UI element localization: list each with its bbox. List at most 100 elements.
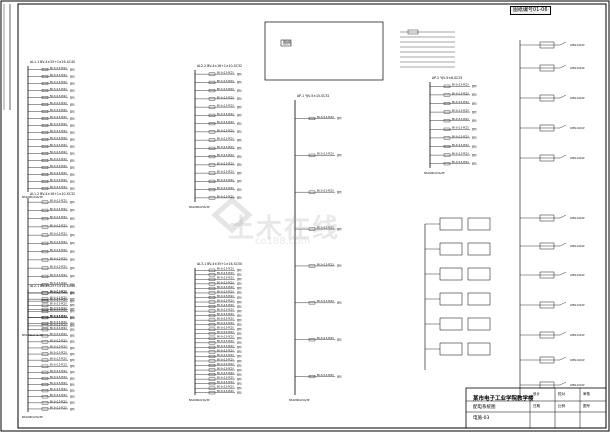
load-label: 照明 <box>237 286 242 290</box>
load-label: 照明 <box>237 154 242 158</box>
load-label: 照明 <box>237 146 242 150</box>
breaker-symbol <box>443 110 451 114</box>
sub-panel-box <box>467 267 491 281</box>
breaker-symbol <box>208 89 216 93</box>
circuit-label: BV-3×2.5-PC20 <box>217 290 234 293</box>
circuit-label: BV-3×2.5-PC20 <box>217 336 234 339</box>
breaker-symbol <box>41 75 49 78</box>
switch-symbol <box>559 242 567 247</box>
breaker-symbol <box>41 309 49 313</box>
circuit-label: BV-3×2.5-PC20 <box>217 138 234 141</box>
circuit-label: BV-3×2.5-PC20 <box>50 370 67 373</box>
circuit-label: BV-3×2.5-PC20 <box>217 367 234 370</box>
breaker-symbol <box>41 138 49 141</box>
circuit-label: BV-3×2.5-PC20 <box>217 381 234 384</box>
breaker-symbol <box>41 187 49 190</box>
circuit-label: BV-3×2.5-PC20 <box>50 297 67 300</box>
load-label: 照明 <box>237 179 242 183</box>
drawing-name: 配电系统图 <box>473 405 496 410</box>
breaker-symbol <box>208 113 216 117</box>
breaker-symbol <box>41 180 49 183</box>
breaker-symbol <box>208 341 216 345</box>
load-label: 照明 <box>237 363 242 367</box>
main-breaker-label: NS100N-63A/3P <box>424 171 445 175</box>
breaker-symbol <box>308 227 316 231</box>
breaker-symbol <box>443 162 451 166</box>
breaker-symbol <box>41 274 49 278</box>
load-label: 照明 <box>70 151 75 155</box>
breaker-symbol <box>41 233 49 237</box>
load-label: 照明 <box>337 337 342 341</box>
distribution-box <box>539 154 555 162</box>
load-label: 照明 <box>237 196 242 200</box>
breaker-symbol <box>208 296 216 299</box>
breaker-label: C65N-C16/1P <box>570 157 585 160</box>
load-label: 照明 <box>237 359 242 363</box>
circuit-label: BV-3×2.5-PC20 <box>50 144 67 147</box>
circuit-label: BV-3×2.5-PC20 <box>452 135 469 138</box>
sub-panel-box <box>439 292 463 306</box>
load-label: 照明 <box>70 74 75 78</box>
main-breaker-label: NS100N-63A/3P <box>22 195 43 199</box>
load-label: 照明 <box>237 309 242 313</box>
circuit-label: BV-3×2.5-PC20 <box>50 290 67 293</box>
sub-panel-box <box>439 317 463 331</box>
circuit-label: BV-3×2.5-PC20 <box>50 172 67 175</box>
breaker-symbol <box>41 324 49 328</box>
breaker-symbol <box>41 68 49 71</box>
switch-symbol <box>559 214 567 219</box>
breaker-symbol <box>41 328 49 332</box>
circuit-label: BV-3×2.5-PC20 <box>217 372 234 375</box>
breaker-symbol <box>443 145 451 148</box>
circuit-label: BV-3×2.5-PC20 <box>217 113 234 116</box>
load-label: 照明 <box>237 332 242 336</box>
breaker-symbol <box>308 375 316 379</box>
load-label: 照明 <box>237 130 242 134</box>
breaker-symbol <box>208 364 216 367</box>
breaker-label: C65N-C16/1P <box>570 384 585 387</box>
circuit-label: BV-3×2.5-PC20 <box>317 300 334 303</box>
circuit-label: BV-3×2.5-PC20 <box>217 72 234 75</box>
load-label: 照明 <box>70 233 75 237</box>
breaker-symbol <box>41 145 49 148</box>
breaker-symbol <box>443 153 451 157</box>
circuit-label: BV-3×2.5-PC20 <box>217 318 234 321</box>
circuit-label: BV-3×2.5-PC20 <box>217 327 234 330</box>
distribution-box <box>539 356 555 364</box>
circuit-label: BV-3×2.5-PC20 <box>217 105 234 108</box>
circuit-label: BV-3×2.5-PC20 <box>217 179 234 182</box>
switch-symbol <box>559 94 567 99</box>
load-label: 照明 <box>70 401 75 405</box>
circuit-label: BV-3×2.5-PC20 <box>452 101 469 104</box>
sub-panel-box <box>439 267 463 281</box>
load-label: 照明 <box>70 67 75 71</box>
load-label: 照明 <box>237 121 242 125</box>
breaker-symbol <box>308 338 316 342</box>
load-label: 照明 <box>70 297 75 301</box>
breaker-symbol <box>208 188 216 192</box>
load-label: 照明 <box>70 327 75 331</box>
panel-label: AL1-1 BV-4×25+1×16-SC40 <box>30 60 75 64</box>
breaker-symbol <box>208 163 216 167</box>
circuit-label: BV-3×2.5-PC20 <box>217 299 234 302</box>
load-label: 照明 <box>70 130 75 134</box>
breaker-symbol <box>41 266 49 270</box>
load-label: 照明 <box>70 364 75 368</box>
circuit-label: BV-3×2.5-PC20 <box>217 295 234 298</box>
load-label: 照明 <box>70 299 75 303</box>
circuit-label: BV-3×2.5-PC20 <box>217 390 234 393</box>
circuit-label: BV-3×2.5-PC20 <box>217 129 234 132</box>
panel-label: AL2-1 BV-4×25+1×16-SC40 <box>30 284 75 288</box>
circuit-label: BV-3×2.5-PC20 <box>50 315 67 318</box>
load-label: 照明 <box>237 377 242 381</box>
load-label: 照明 <box>70 370 75 374</box>
breaker-symbol <box>41 173 49 176</box>
load-label: 照明 <box>472 162 477 166</box>
load-label: 照明 <box>70 266 75 270</box>
load-label: 照明 <box>70 307 75 311</box>
breaker-symbol <box>208 72 216 76</box>
main-breaker-label: NS100N-63A/3P <box>289 398 310 402</box>
circuit-label: BV-3×2.5-PC20 <box>317 190 334 193</box>
load-label: 照明 <box>237 391 242 395</box>
circuit-label: BV-3×2.5-PC20 <box>217 386 234 389</box>
